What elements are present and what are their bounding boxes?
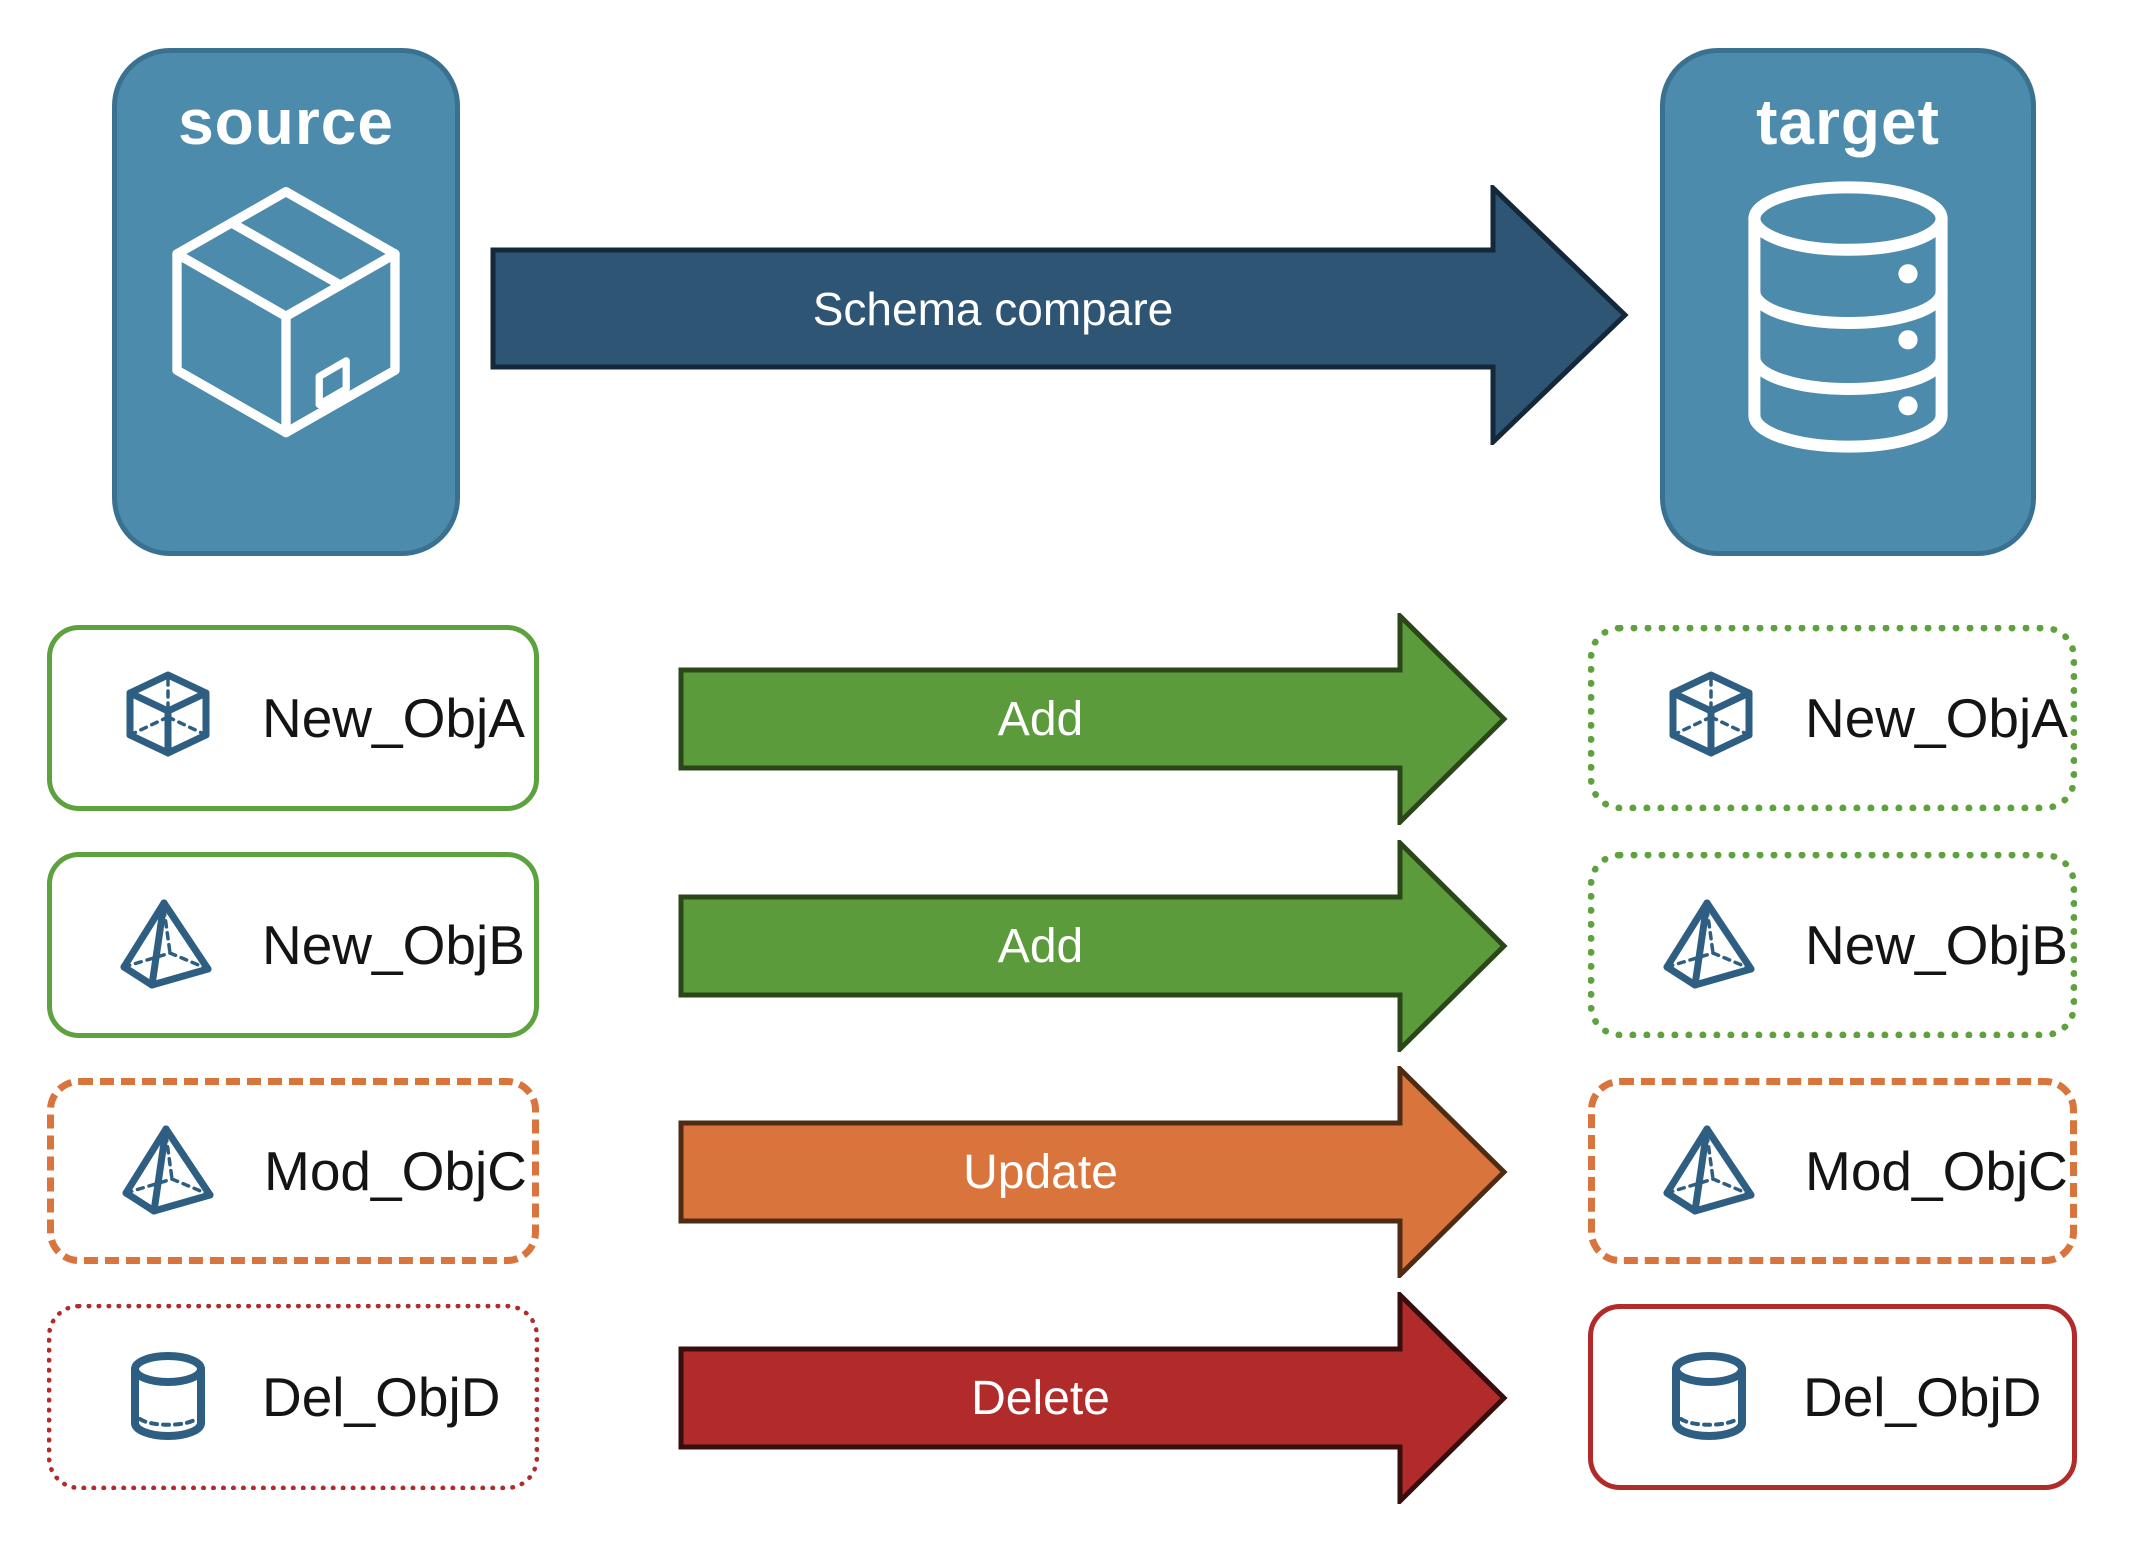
pyramid-icon [1663, 1125, 1755, 1215]
cylinder-icon [131, 1352, 205, 1440]
object-label: New_ObjA [1805, 687, 2068, 749]
source-object-del-objd: Del_ObjD [47, 1304, 539, 1490]
source-object-new-obja: New_ObjA [47, 625, 539, 811]
delete-arrow-label: Delete [971, 1371, 1110, 1425]
object-label: New_ObjB [1805, 914, 2068, 976]
database-icon [1748, 181, 1948, 453]
update-arrow [678, 1066, 1508, 1278]
object-label: Mod_ObjC [1805, 1140, 2068, 1202]
update-arrow-label: Update [963, 1145, 1118, 1199]
target-panel: target [1660, 48, 2036, 556]
cube-icon [126, 671, 210, 757]
source-object-new-objb: New_ObjB [47, 852, 539, 1038]
pyramid-icon [122, 1125, 214, 1215]
target-object-mod-objc: Mod_ObjC [1588, 1078, 2077, 1264]
cylinder-icon [1672, 1352, 1746, 1440]
object-label: Del_ObjD [1803, 1366, 2042, 1428]
add-arrow-label-row2: Add [997, 919, 1084, 973]
delete-arrow [678, 1292, 1508, 1504]
target-object-new-obja: New_ObjA [1588, 625, 2077, 811]
object-label: Mod_ObjC [264, 1140, 527, 1202]
pyramid-icon [120, 899, 212, 989]
cube-icon [1669, 671, 1753, 757]
add-arrow-label-row1: Add [997, 692, 1084, 746]
target-object-new-objb: New_ObjB [1588, 852, 2077, 1038]
target-object-del-objd: Del_ObjD [1588, 1304, 2077, 1490]
pyramid-icon [1663, 899, 1755, 989]
source-object-mod-objc: Mod_ObjC [47, 1078, 539, 1264]
source-panel: source [112, 48, 460, 556]
schema-compare-arrow [490, 185, 1629, 445]
target-title: target [1756, 86, 1940, 158]
object-label: New_ObjB [262, 914, 525, 976]
package-icon [172, 187, 400, 438]
schema-compare-label: Schema compare [812, 282, 1174, 335]
add-arrow-row2 [678, 840, 1508, 1052]
object-label: Del_ObjD [262, 1366, 501, 1428]
add-arrow-row1 [678, 613, 1508, 825]
object-label: New_ObjA [262, 687, 525, 749]
source-title: source [178, 86, 394, 158]
